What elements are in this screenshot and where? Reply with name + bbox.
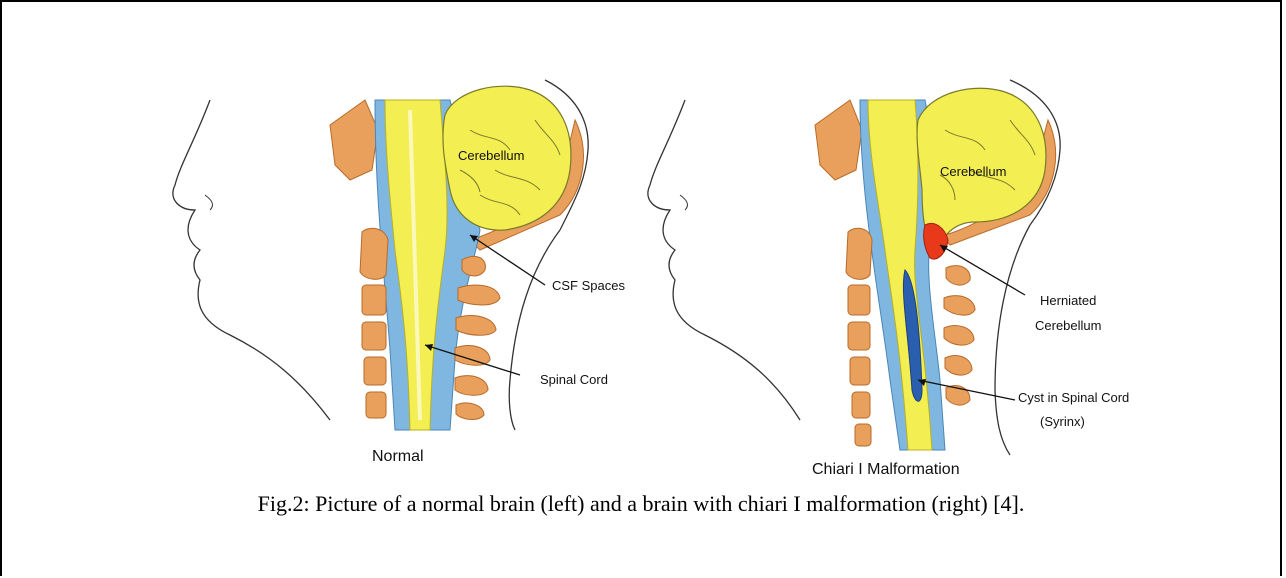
chiari-label-herniated: Herniated — [1040, 293, 1096, 308]
chiari-label-herniated-cerebellum: Cerebellum — [1035, 318, 1101, 333]
normal-neck-back — [509, 230, 560, 430]
chiari-label-syrinx: (Syrinx) — [1040, 414, 1085, 429]
normal-face-profile — [173, 100, 330, 420]
normal-clivus-bone — [330, 100, 378, 180]
figure-caption: Fig.2: Picture of a normal brain (left) … — [0, 491, 1282, 517]
chiari-panel: Cerebellum Herniated Cerebellum Cyst in … — [648, 80, 1129, 478]
normal-label-cerebellum: Cerebellum — [458, 148, 524, 163]
chiari-clivus-bone — [815, 100, 862, 180]
chiari-label-cyst: Cyst in Spinal Cord — [1018, 390, 1129, 405]
chiari-vertebrae-anterior — [846, 228, 872, 446]
chiari-face-profile — [648, 100, 800, 420]
normal-label-spinal-cord: Spinal Cord — [540, 372, 608, 387]
chiari-neck-back — [995, 225, 1030, 455]
chiari-panel-title: Chiari I Malformation — [812, 461, 960, 478]
normal-nose-detail — [205, 195, 212, 210]
normal-panel: Cerebellum CSF Spaces Spinal Cord Normal — [173, 80, 626, 465]
chiari-label-cerebellum: Cerebellum — [940, 164, 1006, 179]
normal-label-csf-spaces: CSF Spaces — [552, 278, 625, 293]
normal-vertebrae-anterior — [360, 228, 388, 418]
chiari-vertebrae-posterior — [944, 266, 975, 405]
normal-panel-title: Normal — [372, 448, 424, 465]
